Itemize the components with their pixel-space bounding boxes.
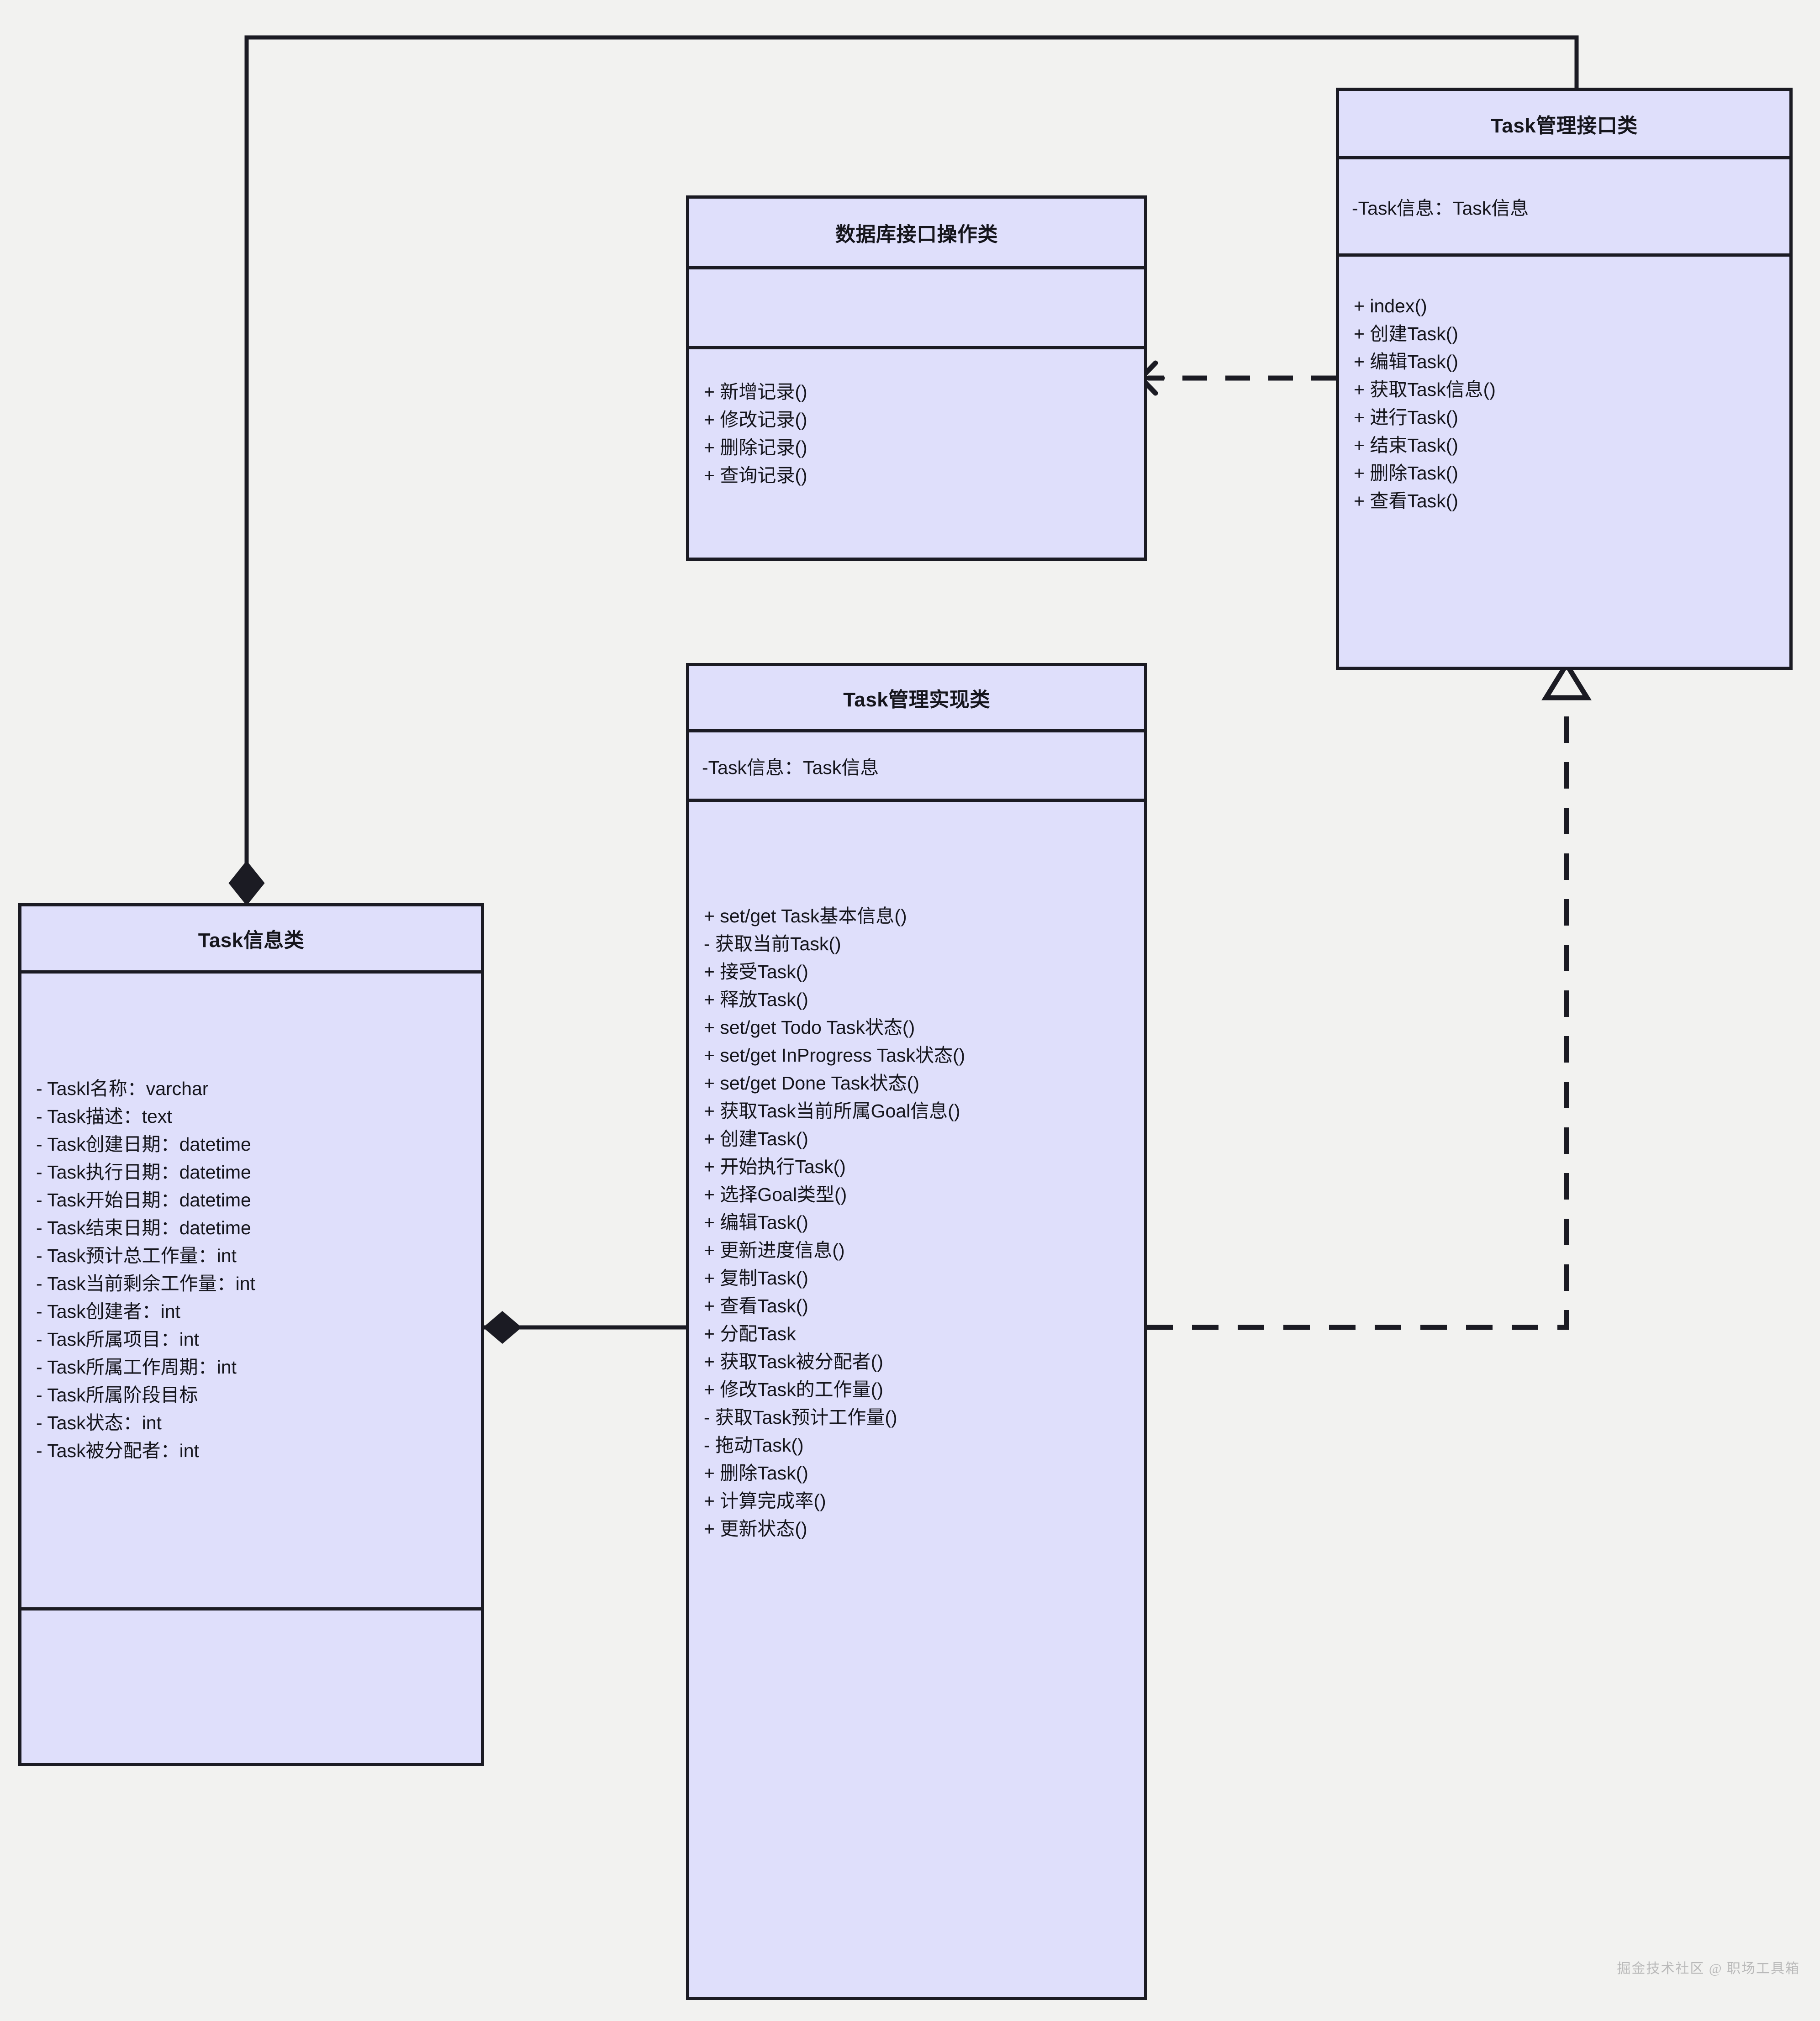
method-row: + 获取Task信息() bbox=[1354, 379, 1496, 400]
method-row: + set/get Task基本信息() bbox=[704, 905, 907, 926]
class-db-interface[interactable]: 数据库接口操作类 + 新增记录() + 修改记录() + 删除记录() + 查询… bbox=[686, 195, 1147, 561]
method-row: + 查看Task() bbox=[704, 1295, 808, 1316]
method-row: + 新增记录() bbox=[704, 381, 807, 402]
method-row: + set/get Done Task状态() bbox=[704, 1073, 920, 1094]
class-title-db-interface: 数据库接口操作类 bbox=[835, 223, 998, 246]
method-row: + 创建Task() bbox=[704, 1128, 808, 1149]
method-row: + 更新进度信息() bbox=[704, 1240, 845, 1261]
attribute-row: - Taskl名称：varchar bbox=[36, 1078, 209, 1099]
attribute-row: - Task结束日期：datetime bbox=[36, 1217, 251, 1238]
method-row: + 进行Task() bbox=[1354, 407, 1458, 428]
method-row: + 修改记录() bbox=[704, 409, 807, 430]
attributes-task-impl: -Task信息：Task信息 bbox=[689, 729, 1144, 799]
class-task-impl[interactable]: Task管理实现类 -Task信息：Task信息 + set/get Task基… bbox=[686, 663, 1147, 2000]
method-row: + 分配Task bbox=[704, 1323, 796, 1344]
method-row: + 计算完成率() bbox=[704, 1490, 826, 1511]
attribute-row: - Task预计总工作量：int bbox=[36, 1245, 237, 1266]
realization-impl-to-interface bbox=[1146, 659, 1592, 1330]
method-row: + 获取Task当前所属Goal信息() bbox=[704, 1100, 960, 1121]
method-row: + 删除Task() bbox=[704, 1463, 808, 1484]
method-row: + 删除记录() bbox=[704, 437, 807, 458]
method-row: + 获取Task被分配者() bbox=[704, 1351, 883, 1372]
method-row: + 修改Task的工作量() bbox=[704, 1379, 883, 1400]
class-title-task-impl: Task管理实现类 bbox=[843, 689, 990, 711]
method-row: + 结束Task() bbox=[1354, 435, 1458, 456]
attribute-row: - Task所属阶段目标 bbox=[36, 1384, 198, 1405]
attribute-row: - Task开始日期：datetime bbox=[36, 1189, 251, 1210]
method-row: + 接受Task() bbox=[704, 961, 808, 982]
method-row: + 更新状态() bbox=[704, 1518, 807, 1539]
method-row: + index() bbox=[1354, 295, 1427, 316]
attribute-row: - Task描述：text bbox=[36, 1106, 172, 1127]
attribute-row: - Task执行日期：datetime bbox=[36, 1162, 251, 1183]
attribute-row: - Task被分配者：int bbox=[36, 1440, 199, 1461]
attribute-row: - Task创建者：int bbox=[36, 1301, 180, 1322]
method-row: + 查询记录() bbox=[704, 465, 807, 486]
methods-task-impl: + set/get Task基本信息() - 获取当前Task() + 接受Ta… bbox=[689, 799, 1144, 1997]
method-row: + 开始执行Task() bbox=[704, 1156, 846, 1177]
attribute-row: - Task所属项目：int bbox=[36, 1329, 199, 1350]
attributes-db-interface bbox=[689, 266, 1144, 346]
methods-db-interface: + 新增记录() + 修改记录() + 删除记录() + 查询记录() bbox=[689, 346, 1144, 558]
method-row: + 释放Task() bbox=[704, 989, 808, 1010]
method-row: + 复制Task() bbox=[704, 1268, 808, 1289]
class-task-interface[interactable]: Task管理接口类 -Task信息：Task信息 + index() + 创建T… bbox=[1336, 88, 1793, 670]
attribute-row: - Task创建日期：datetime bbox=[36, 1134, 251, 1155]
method-row: + 创建Task() bbox=[1354, 323, 1458, 344]
dependency-interface-to-db bbox=[1138, 360, 1336, 396]
method-row: - 拖动Task() bbox=[704, 1435, 804, 1456]
method-row: + 编辑Task() bbox=[704, 1212, 808, 1233]
attribute-row: - Task所属工作周期：int bbox=[36, 1357, 237, 1378]
watermark-text: 掘金技术社区 @ 职场工具箱 bbox=[1617, 1961, 1800, 1976]
class-title-task-info: Task信息类 bbox=[198, 929, 305, 952]
methods-task-info bbox=[21, 1607, 481, 1763]
attribute-row: - Task状态：int bbox=[36, 1412, 162, 1433]
attribute-row: -Task信息：Task信息 bbox=[1352, 198, 1529, 219]
attributes-task-interface: -Task信息：Task信息 bbox=[1339, 156, 1789, 253]
class-title-task-interface: Task管理接口类 bbox=[1491, 114, 1638, 137]
method-row: + 查看Task() bbox=[1354, 490, 1458, 511]
class-task-info[interactable]: Task信息类 - Taskl名称：varchar - Task描述：text … bbox=[18, 903, 484, 1766]
method-row: - 获取Task预计工作量() bbox=[704, 1407, 897, 1428]
method-row: + set/get InProgress Task状态() bbox=[704, 1045, 965, 1066]
attribute-row: - Task当前剩余工作量：int bbox=[36, 1273, 255, 1294]
method-row: - 获取当前Task() bbox=[704, 933, 841, 954]
composition-info-to-impl bbox=[483, 1311, 690, 1344]
method-row: + 编辑Task() bbox=[1354, 351, 1458, 372]
method-row: + set/get Todo Task状态() bbox=[704, 1017, 915, 1038]
attributes-task-info: - Taskl名称：varchar - Task描述：text - Task创建… bbox=[21, 970, 481, 1607]
attribute-row: -Task信息：Task信息 bbox=[702, 757, 879, 778]
method-row: + 选择Goal类型() bbox=[704, 1184, 847, 1205]
methods-task-interface: + index() + 创建Task() + 编辑Task() + 获取Task… bbox=[1339, 253, 1789, 667]
method-row: + 删除Task() bbox=[1354, 463, 1458, 484]
